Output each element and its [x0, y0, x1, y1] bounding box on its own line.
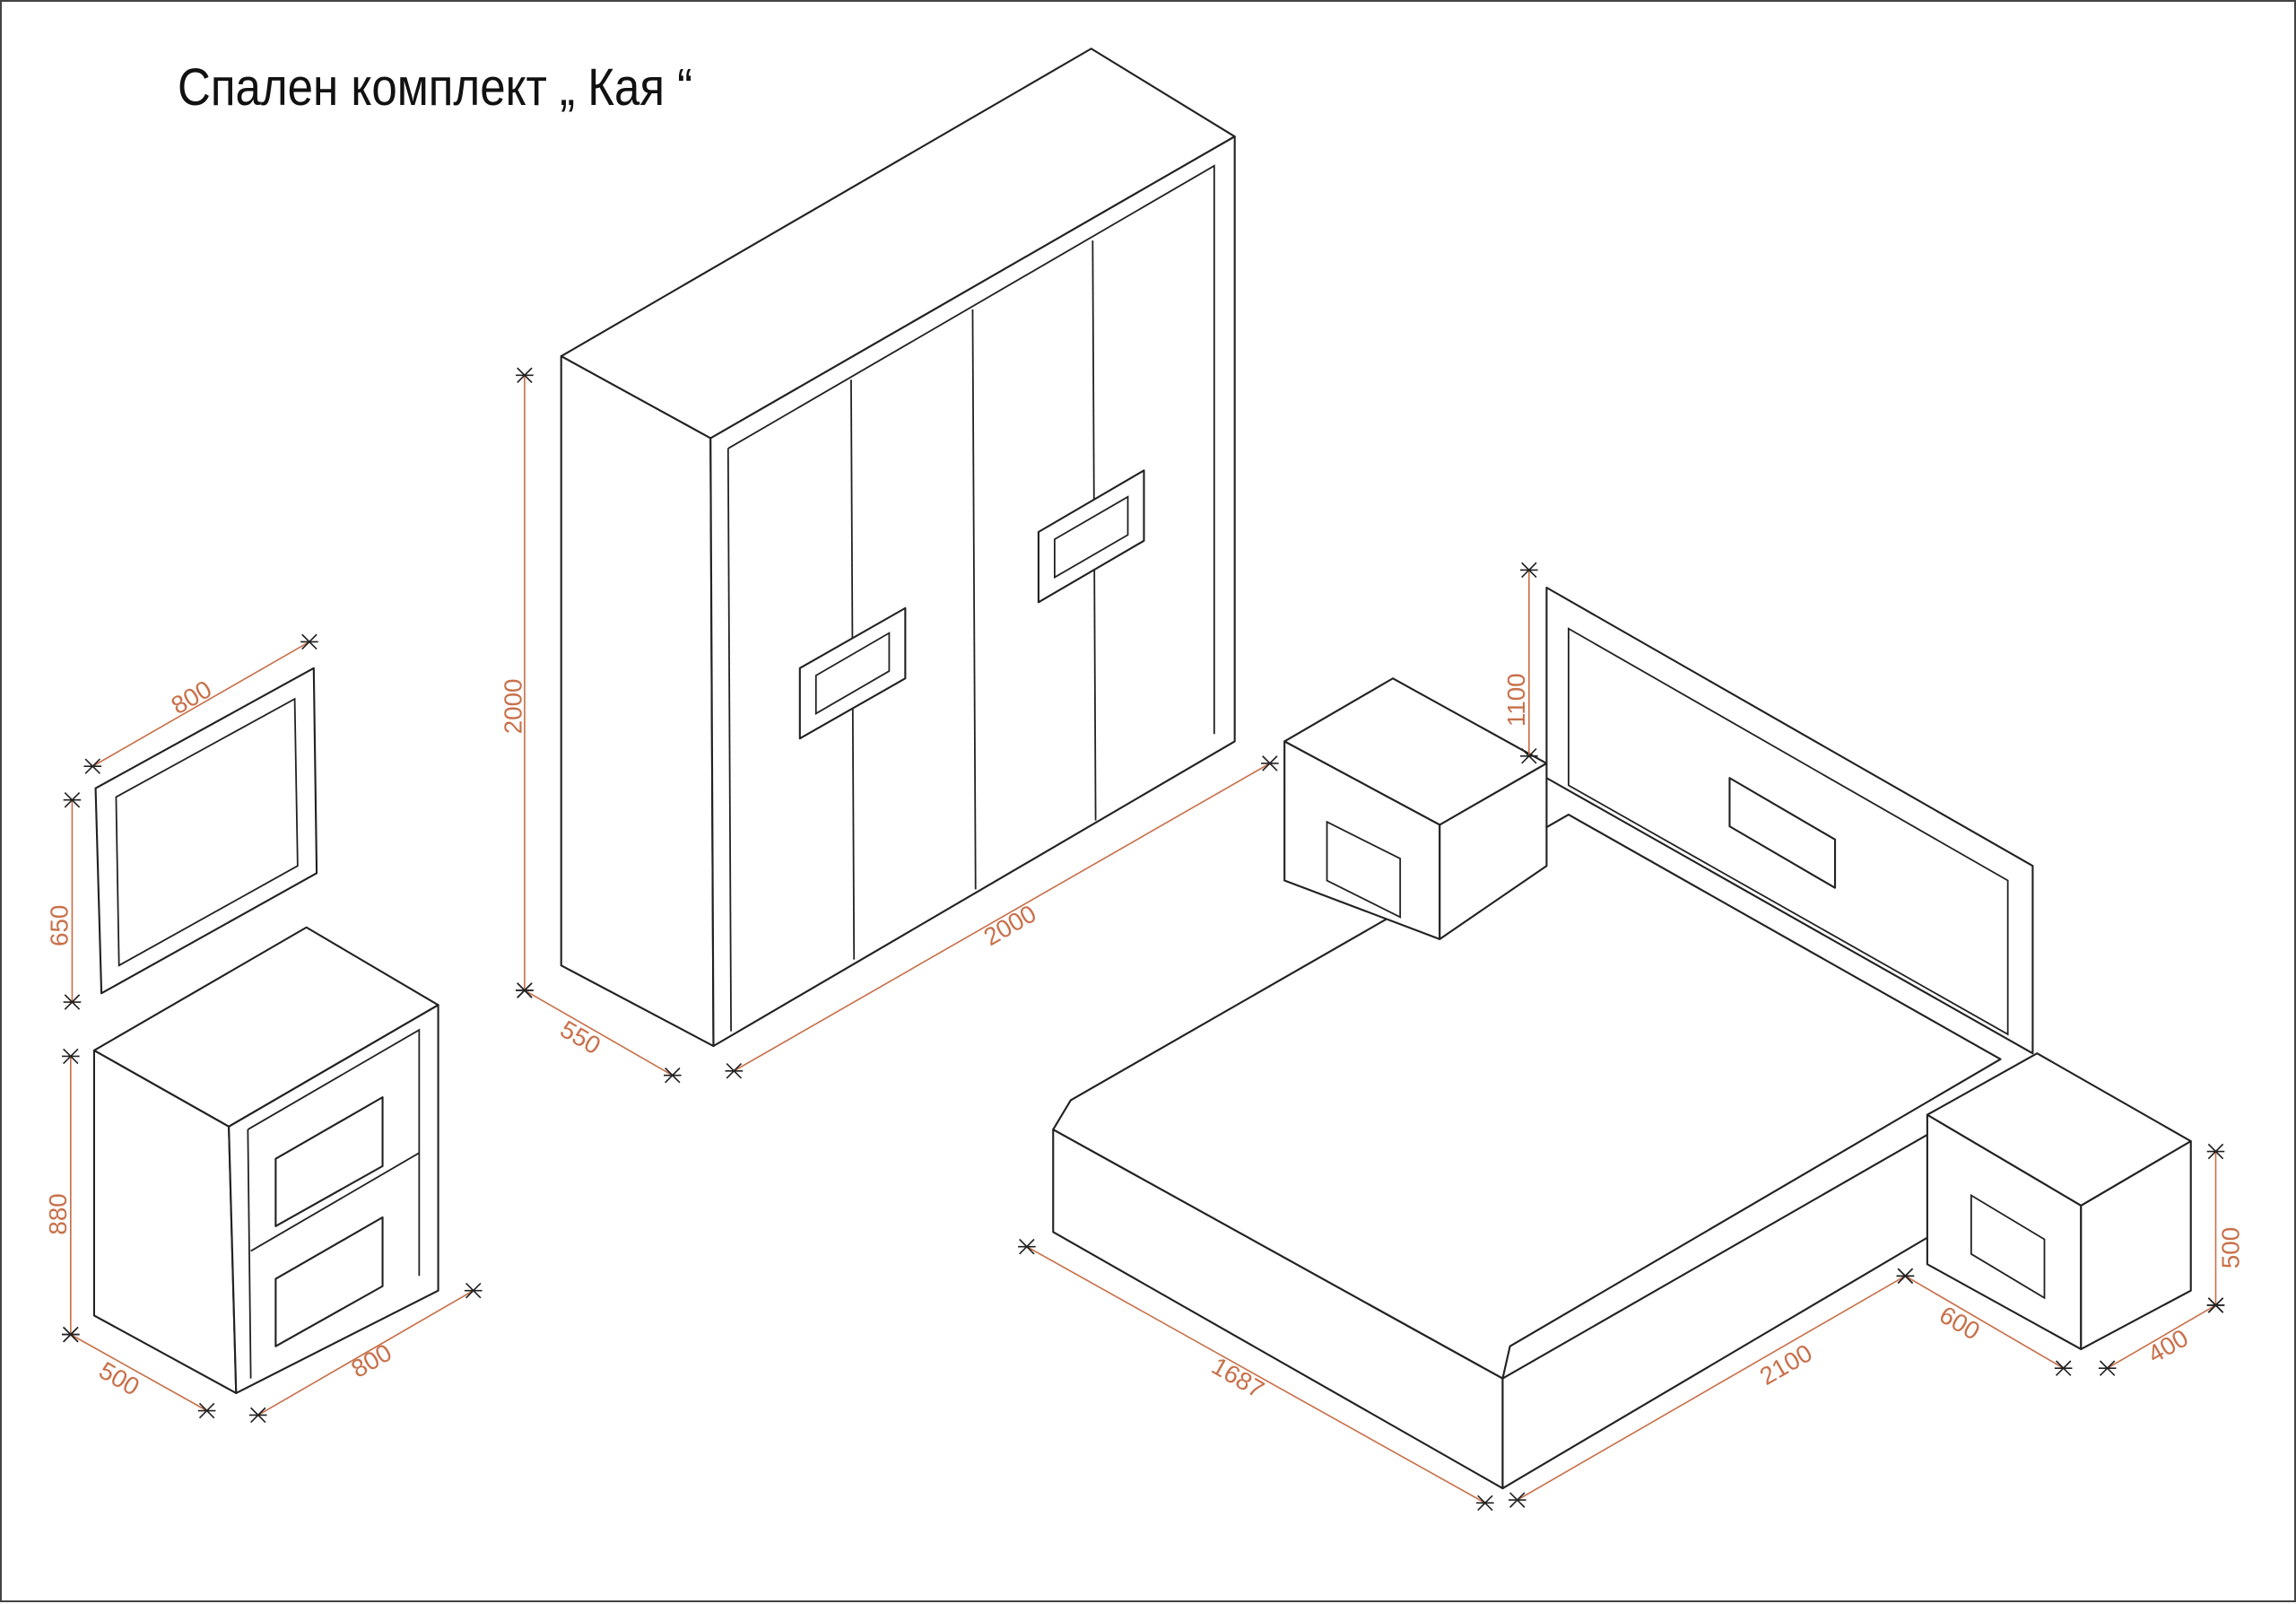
bed	[1052, 586, 2034, 1490]
nightstand-depth-label: 400	[2143, 1323, 2193, 1368]
wardrobe-height-label: 2000	[500, 679, 527, 735]
nightstand-left	[1283, 677, 1548, 940]
nightstand-width-label: 600	[1935, 1301, 1985, 1346]
dimension-lines	[70, 375, 2217, 1504]
wardrobe-width-label: 2000	[979, 899, 1041, 951]
mirror	[94, 667, 318, 995]
mirror-width-label: 800	[166, 675, 216, 719]
wardrobe-depth-label: 550	[555, 1015, 605, 1059]
bed-length-label: 2100	[1755, 1338, 1817, 1390]
dresser-width-label: 800	[346, 1338, 396, 1383]
bed-width-label: 1687	[1207, 1352, 1269, 1404]
dresser-depth-label: 500	[94, 1356, 144, 1401]
dresser-height-label: 880	[44, 1193, 72, 1234]
mirror-height-label: 650	[46, 905, 74, 946]
nightstand-height-label: 500	[2217, 1227, 2245, 1268]
nightstand-right	[1926, 1052, 2192, 1350]
headboard-height-label: 1100	[1502, 673, 1530, 727]
page-title: Спален комплект „ Кая “	[178, 58, 693, 117]
wardrobe	[560, 48, 1236, 1048]
dresser	[92, 926, 439, 1394]
